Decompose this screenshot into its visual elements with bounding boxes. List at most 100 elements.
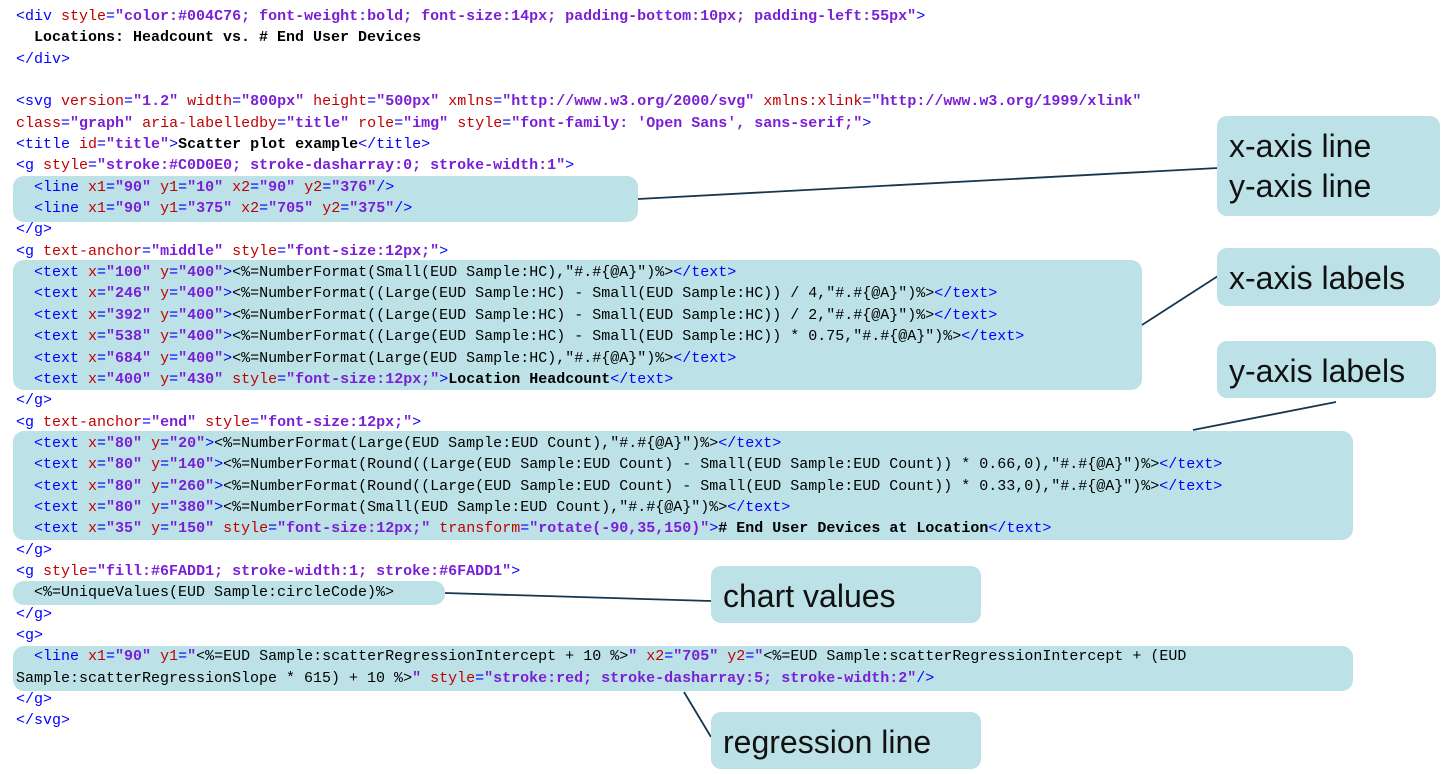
code-token: y	[160, 349, 170, 367]
code-token: "376"	[331, 178, 377, 196]
code-token: x	[88, 264, 98, 282]
code-line: <g style="fill:#6FADD1; stroke-width:1; …	[16, 561, 1222, 582]
code-token: >	[439, 370, 449, 388]
code-token: "400"	[106, 370, 152, 388]
callout-x-axis-labels-text: x-axis labels	[1229, 260, 1406, 296]
code-token: =	[268, 520, 278, 538]
code-token: style	[223, 520, 269, 538]
code-token: x	[88, 370, 98, 388]
code-token: =	[340, 200, 350, 218]
code-line: </svg>	[16, 710, 1222, 731]
code-token: </text>	[1159, 456, 1223, 474]
code-token: <text	[16, 434, 89, 452]
code-token: =	[97, 285, 107, 303]
code-token: <text	[16, 520, 89, 538]
code-token: </text>	[934, 285, 998, 303]
callout-regression-line: regression line	[711, 712, 981, 769]
code-token: =	[232, 93, 242, 111]
code-token: <%=NumberFormat(Round((Large(EUD Sample:…	[223, 456, 1160, 474]
code-token: =	[97, 456, 107, 474]
code-line: <text x="100" y="400"><%=NumberFormat(Sm…	[16, 262, 1222, 283]
code-token: text-anchor	[43, 242, 143, 260]
code-token: "title"	[106, 136, 170, 154]
code-token: x1	[88, 178, 107, 196]
connector-y-labels	[1192, 401, 1337, 431]
code-line: <text x="538" y="400"><%=NumberFormat((L…	[16, 326, 1222, 347]
code-token: =	[97, 328, 107, 346]
code-line: <g text-anchor="middle" style="font-size…	[16, 241, 1222, 262]
code-token: "	[412, 669, 422, 687]
code-token: =	[259, 200, 269, 218]
code-token: Locations: Headcount vs. # End User Devi…	[16, 29, 422, 47]
code-token: =	[124, 93, 134, 111]
callout-y-axis-labels-text: y-axis labels	[1229, 353, 1406, 389]
code-token: "http://www.w3.org/2000/svg"	[502, 93, 755, 111]
code-token: =	[106, 8, 116, 25]
code-line: <div style="color:#004C76; font-weight:b…	[16, 6, 1222, 27]
code-token: =	[367, 93, 377, 111]
code-token: =	[106, 178, 116, 196]
code-token: =	[520, 520, 530, 538]
code-token: </text>	[673, 264, 737, 282]
code-token: "fill:#6FADD1; stroke-width:1; stroke:#6…	[97, 562, 512, 580]
code-token: "100"	[106, 264, 152, 282]
code-token: "500px"	[376, 93, 440, 111]
code-token: =	[475, 669, 485, 687]
code-token: "705"	[268, 200, 314, 218]
code-token: >	[511, 562, 521, 580]
code-token: "color:#004C76; font-weight:bold; font-s…	[115, 8, 917, 25]
code-token: =	[178, 648, 188, 666]
code-token: >	[709, 520, 719, 538]
code-token: <text	[16, 370, 89, 388]
code-token: style	[457, 114, 503, 132]
code-token: x	[88, 306, 98, 324]
code-token: "260"	[169, 477, 215, 495]
code-token: =	[250, 178, 260, 196]
code-token: y	[151, 434, 161, 452]
code-token: =	[322, 178, 332, 196]
callout-axis-lines: x-axis line y-axis line	[1217, 116, 1440, 216]
code-line: <title id="title">Scatter plot example</…	[16, 134, 1222, 155]
code-token: </text>	[718, 434, 782, 452]
code-token: "400"	[178, 264, 224, 282]
code-token: y2	[322, 200, 341, 218]
code-token: y	[151, 477, 161, 495]
code-token: >	[412, 413, 422, 431]
code-token: </g>	[16, 691, 53, 708]
code-token: >	[223, 264, 233, 282]
code-token: "90"	[259, 178, 296, 196]
code-token: "	[628, 648, 638, 666]
code-line: <%=UniqueValues(EUD Sample:circleCode)%>	[16, 582, 1222, 603]
code-token: <%=NumberFormat((Large(EUD Sample:HC) - …	[232, 328, 962, 346]
code-token: <line	[16, 178, 89, 196]
code-token: </text>	[673, 349, 737, 367]
code-token: <div	[16, 8, 62, 25]
code-token: =	[169, 349, 179, 367]
highlight-y-labels	[13, 431, 1353, 540]
code-token: class	[16, 114, 62, 132]
code-token: x2	[646, 648, 665, 666]
code-token: "80"	[106, 434, 143, 452]
code-token: "400"	[178, 306, 224, 324]
code-line: <g text-anchor="end" style="font-size:12…	[16, 412, 1222, 433]
code-token: version	[61, 93, 125, 111]
code-token: style	[61, 8, 107, 25]
code-line: <text x="80" y="20"><%=NumberFormat(Larg…	[16, 433, 1222, 454]
code-token: x	[88, 456, 98, 474]
code-token: "90"	[115, 648, 152, 666]
code-line: <line x1="90" y1="375" x2="705" y2="375"…	[16, 198, 1222, 219]
code-token: =	[97, 136, 107, 154]
code-line: </g>	[16, 219, 1222, 240]
code-token: =	[97, 520, 107, 538]
code-token: </svg>	[16, 712, 71, 730]
code-token: <%=UniqueValues(EUD Sample:circleCode)%>	[16, 584, 395, 602]
code-line: <text x="80" y="260"><%=NumberFormat(Rou…	[16, 476, 1222, 497]
code-token: >	[916, 8, 926, 25]
code-line: <line x1="90" y1="<%=EUD Sample:scatterR…	[16, 646, 1222, 667]
code-token: =	[97, 306, 107, 324]
code-token: =	[160, 456, 170, 474]
code-token: </g>	[16, 605, 53, 623]
code-token: "font-family: 'Open Sans', sans-serif;"	[511, 114, 863, 132]
code-line: <text x="80" y="380"><%=NumberFormat(Sma…	[16, 497, 1222, 518]
code-token: =	[277, 370, 287, 388]
